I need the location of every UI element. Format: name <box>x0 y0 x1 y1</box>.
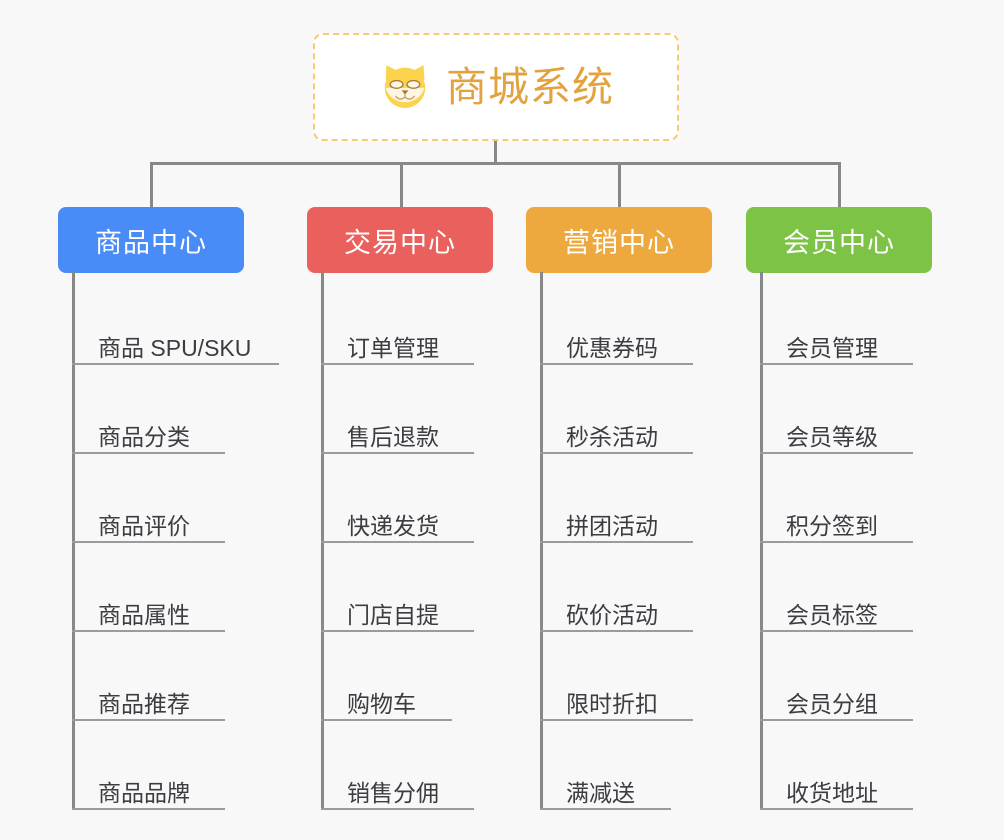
shiba-inu-icon <box>384 65 426 109</box>
trunk-line-4 <box>760 276 763 810</box>
leaf-underline <box>760 363 913 365</box>
leaf-underline <box>72 719 225 721</box>
leaf-item[interactable]: 销售分佣 <box>321 721 521 810</box>
leaf-label: 秒杀活动 <box>566 423 658 450</box>
leaf-item[interactable]: 商品属性 <box>72 543 292 632</box>
leaf-label: 商品品牌 <box>98 779 190 806</box>
connector-horizontal-bus <box>150 162 841 165</box>
leaf-item[interactable]: 商品 SPU/SKU <box>72 276 292 365</box>
leaf-label: 商品 SPU/SKU <box>98 334 252 361</box>
leaf-underline <box>72 452 225 454</box>
connector-drop-1 <box>150 162 153 208</box>
leaf-label: 销售分佣 <box>347 779 439 806</box>
leaf-label: 会员等级 <box>786 423 878 450</box>
leaf-underline <box>72 630 225 632</box>
leaf-label: 商品属性 <box>98 601 190 628</box>
leaf-underline <box>540 452 693 454</box>
leaf-item[interactable]: 积分签到 <box>760 454 960 543</box>
leaf-underline <box>321 630 474 632</box>
leaf-item[interactable]: 会员管理 <box>760 276 960 365</box>
branch-box-1[interactable]: 商品中心 <box>58 207 244 273</box>
leaf-underline <box>321 363 474 365</box>
leaf-item[interactable]: 收货地址 <box>760 721 960 810</box>
leaf-label: 商品分类 <box>98 423 190 450</box>
leaf-underline <box>540 808 671 810</box>
leaf-label: 门店自提 <box>347 601 439 628</box>
leaf-label: 快递发货 <box>347 512 439 539</box>
leaf-underline <box>321 808 474 810</box>
leaf-column-1: 商品 SPU/SKU 商品分类 商品评价 商品属性 商品推荐 商品品牌 <box>72 276 292 810</box>
leaf-item[interactable]: 满减送 <box>540 721 740 810</box>
leaf-column-2: 订单管理 售后退款 快递发货 门店自提 购物车 销售分佣 <box>321 276 521 810</box>
leaf-underline <box>540 719 693 721</box>
branch-label-2: 交易中心 <box>344 227 456 258</box>
leaf-item[interactable]: 商品推荐 <box>72 632 292 721</box>
connector-drop-4 <box>838 162 841 208</box>
leaf-underline <box>540 630 693 632</box>
branch-box-2[interactable]: 交易中心 <box>307 207 493 273</box>
leaf-label: 砍价活动 <box>566 601 658 628</box>
connector-root-stem <box>494 141 497 165</box>
leaf-underline <box>760 630 913 632</box>
leaf-column-4: 会员管理 会员等级 积分签到 会员标签 会员分组 收货地址 <box>760 276 960 810</box>
root-node[interactable]: 商城系统 <box>313 33 679 141</box>
leaf-underline <box>760 541 913 543</box>
leaf-underline <box>760 452 913 454</box>
leaf-label: 优惠券码 <box>566 334 658 361</box>
leaf-underline <box>760 808 913 810</box>
leaf-item[interactable]: 售后退款 <box>321 365 521 454</box>
leaf-item[interactable]: 门店自提 <box>321 543 521 632</box>
leaf-underline <box>321 452 474 454</box>
connector-drop-3 <box>618 162 621 208</box>
leaf-label: 满减送 <box>566 779 635 806</box>
connector-drop-2 <box>400 162 403 208</box>
leaf-underline <box>540 363 693 365</box>
leaf-item[interactable]: 优惠券码 <box>540 276 740 365</box>
leaf-item[interactable]: 拼团活动 <box>540 454 740 543</box>
trunk-line-3 <box>540 276 543 810</box>
leaf-item[interactable]: 限时折扣 <box>540 632 740 721</box>
leaf-label: 会员分组 <box>786 690 878 717</box>
branch-label-3: 营销中心 <box>563 227 675 258</box>
branch-box-4[interactable]: 会员中心 <box>746 207 932 273</box>
trunk-line-2 <box>321 276 324 810</box>
leaf-item[interactable]: 商品品牌 <box>72 721 292 810</box>
branch-box-3[interactable]: 营销中心 <box>526 207 712 273</box>
leaf-label: 会员管理 <box>786 334 878 361</box>
leaf-label: 收货地址 <box>786 779 878 806</box>
leaf-item[interactable]: 会员等级 <box>760 365 960 454</box>
branch-label-1: 商品中心 <box>95 227 207 258</box>
leaf-underline <box>72 808 225 810</box>
leaf-underline <box>72 363 279 365</box>
leaf-item[interactable]: 快递发货 <box>321 454 521 543</box>
leaf-label: 售后退款 <box>347 423 439 450</box>
leaf-column-3: 优惠券码 秒杀活动 拼团活动 砍价活动 限时折扣 满减送 <box>540 276 740 810</box>
leaf-item[interactable]: 购物车 <box>321 632 521 721</box>
leaf-item[interactable]: 订单管理 <box>321 276 521 365</box>
leaf-item[interactable]: 会员分组 <box>760 632 960 721</box>
leaf-label: 拼团活动 <box>566 512 658 539</box>
leaf-item[interactable]: 砍价活动 <box>540 543 740 632</box>
leaf-item[interactable]: 商品分类 <box>72 365 292 454</box>
trunk-line-1 <box>72 276 75 810</box>
leaf-underline <box>760 719 913 721</box>
leaf-underline <box>540 541 693 543</box>
branch-label-4: 会员中心 <box>783 227 895 258</box>
leaf-label: 限时折扣 <box>566 690 658 717</box>
leaf-item[interactable]: 秒杀活动 <box>540 365 740 454</box>
leaf-label: 积分签到 <box>786 512 878 539</box>
leaf-label: 订单管理 <box>347 334 439 361</box>
root-title: 商城系统 <box>446 63 614 110</box>
leaf-label: 购物车 <box>347 690 416 717</box>
leaf-item[interactable]: 会员标签 <box>760 543 960 632</box>
leaf-label: 商品评价 <box>98 512 190 539</box>
leaf-underline <box>321 719 452 721</box>
leaf-label: 商品推荐 <box>98 690 190 717</box>
leaf-label: 会员标签 <box>786 601 878 628</box>
leaf-item[interactable]: 商品评价 <box>72 454 292 543</box>
leaf-underline <box>321 541 474 543</box>
leaf-underline <box>72 541 225 543</box>
